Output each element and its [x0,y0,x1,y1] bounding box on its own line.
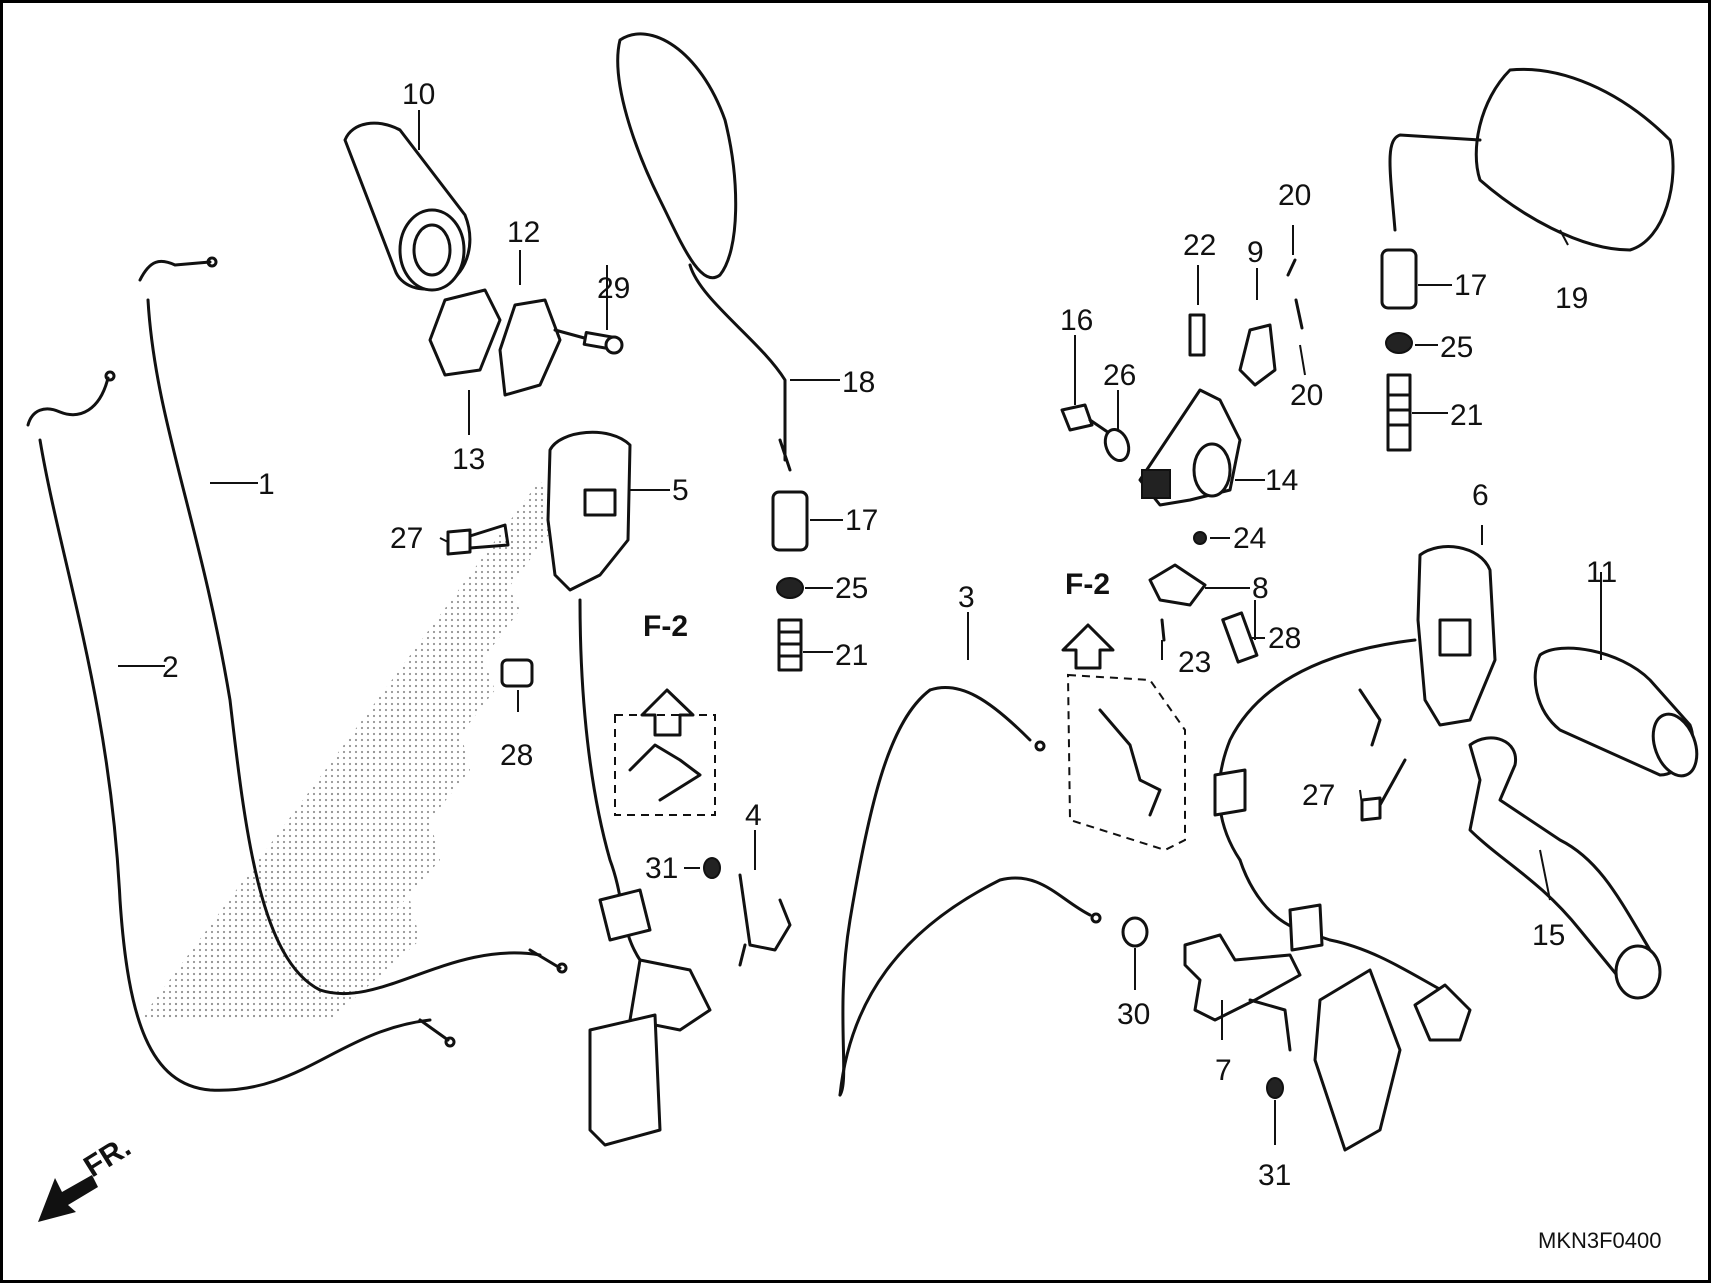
callout-12: 12 [507,216,540,249]
screw-part-27-left [446,523,510,556]
callout-22: 22 [1183,229,1216,262]
callout-17-right: 17 [1454,269,1487,302]
f2-label-right: F-2 [1065,568,1110,601]
callouts: 1 2 3 4 5 6 7 8 9 10 11 12 13 14 15 16 1… [162,78,1617,1192]
brake-lever-part-15 [1468,736,1662,1000]
left-switch-part-5 [546,430,712,1147]
diagram-code: MKN3F0400 [1538,1228,1662,1253]
clip-part-28-left [500,658,534,688]
callout-7: 7 [1215,1054,1232,1087]
clutch-switch-part-8 [1148,563,1259,664]
callout-11: 11 [1586,556,1617,589]
front-direction-label: FR. [78,1130,136,1184]
throttle-cable-part-1 [138,256,568,996]
watermark-wing [140,480,560,1020]
callout-27-left: 27 [390,522,423,555]
bracket-part-7 [1183,933,1302,1052]
clutch-cable-part-3 [838,685,1102,1097]
callout-3: 3 [958,581,975,614]
f2-label-left: F-2 [643,610,688,643]
throttle-housing-part-12-13 [428,288,612,397]
callout-6: 6 [1472,479,1489,512]
grip-part-11 [1533,646,1699,778]
front-direction-arrow [38,1175,98,1222]
callout-17-left: 17 [845,504,878,537]
switch-harness-part-4 [703,857,792,967]
callout-26: 26 [1103,359,1136,392]
callout-25-left: 25 [835,572,868,605]
callout-29: 29 [597,272,630,305]
clutch-lever-bracket-group [1060,258,1304,545]
callout-16: 16 [1060,304,1093,337]
mirror-left-part-18 [616,32,792,472]
callout-31-right: 31 [1258,1159,1291,1192]
callout-15: 15 [1532,919,1565,952]
callout-28-left: 28 [500,739,533,772]
f2-reference-right [1061,623,1186,852]
callout-5: 5 [672,474,689,507]
callout-20-top: 20 [1278,179,1311,212]
throttle-grip-part-10 [343,121,472,292]
callout-21-left: 21 [835,639,868,672]
callout-10: 10 [402,78,435,111]
mirror-right-part-19 [1388,67,1675,252]
nut-part-30 [1121,916,1284,1099]
callout-21-right: 21 [1450,399,1483,432]
screw-part-27-right [1360,758,1407,822]
callout-24: 24 [1233,522,1266,555]
right-switch-part-6 [1213,545,1497,1152]
callout-18: 18 [842,366,875,399]
callout-20-bottom: 20 [1290,379,1323,412]
screw-part-29 [582,330,624,355]
callout-25-right: 25 [1440,331,1473,364]
callout-27-right: 27 [1302,779,1335,812]
callout-1: 1 [258,468,275,501]
callout-2: 2 [162,651,179,684]
mirror-mount-left [771,490,809,672]
f2-reference-left [614,688,716,816]
mirror-mount-right [1380,248,1418,452]
callout-4: 4 [745,799,762,832]
throttle-cable-part-2 [26,370,456,1092]
callout-28-right: 28 [1268,622,1301,655]
callout-23: 23 [1178,646,1211,679]
callout-9: 9 [1247,236,1264,269]
leader-lines [118,110,1602,1145]
callout-14: 14 [1265,464,1298,497]
callout-30: 30 [1117,998,1150,1031]
callout-19: 19 [1555,282,1588,315]
callout-13: 13 [452,443,485,476]
callout-31-left: 31 [645,852,678,885]
callout-8: 8 [1252,572,1269,605]
